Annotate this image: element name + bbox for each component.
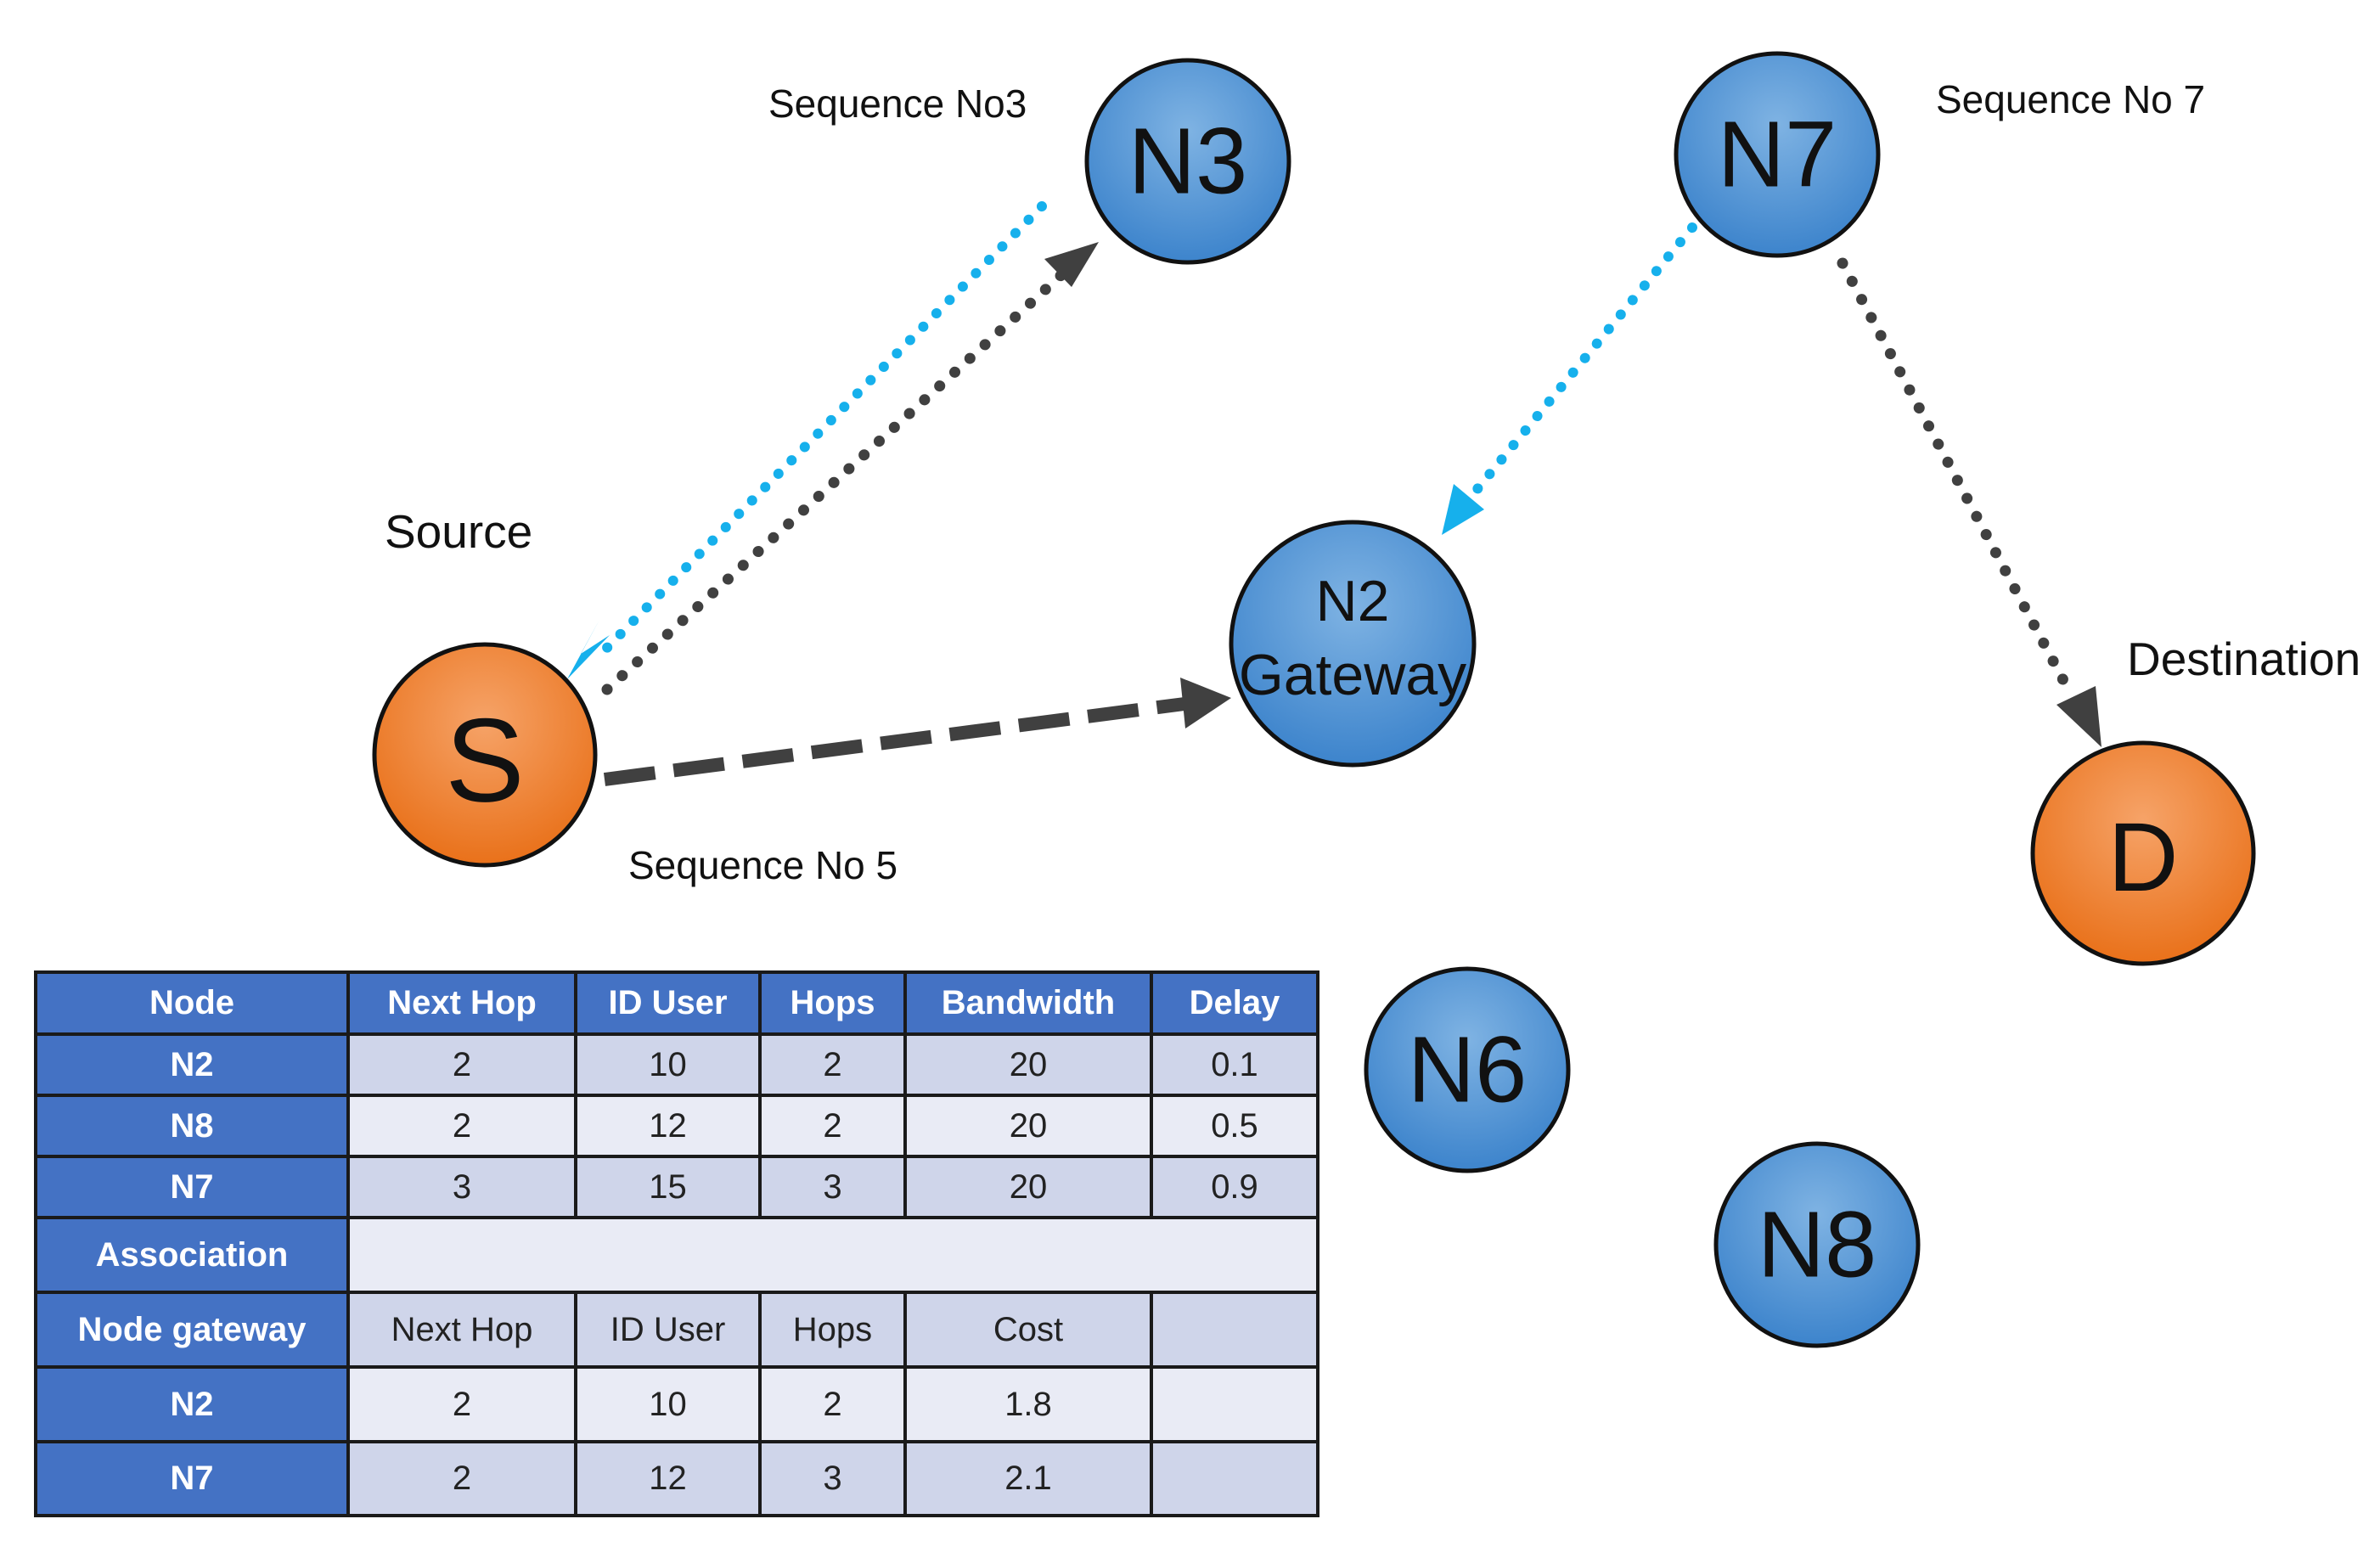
row-node-label: N8 bbox=[34, 1094, 350, 1158]
node-n7: N7 bbox=[1674, 51, 1881, 258]
col-header-delay: Delay bbox=[1150, 970, 1319, 1036]
col-header-hops: Hops bbox=[758, 970, 907, 1036]
table-cell: 2 bbox=[346, 1440, 577, 1517]
table-cell: 12 bbox=[574, 1440, 762, 1517]
arrow-s-to-n2 bbox=[603, 697, 1186, 786]
gateway-empty-cell bbox=[1150, 1365, 1319, 1443]
row-node-label: N7 bbox=[34, 1155, 350, 1219]
gateway-col-header-node: Node gateway bbox=[34, 1291, 350, 1369]
col-header-node: Node bbox=[34, 970, 350, 1036]
table-row: N7 3 15 3 20 0.9 bbox=[34, 1155, 1319, 1219]
node-n7-label: N7 bbox=[1718, 103, 1837, 207]
node-n3-label: N3 bbox=[1128, 110, 1248, 214]
table-header-row: Node Next Hop ID User Hops Bandwidth Del… bbox=[34, 970, 1319, 1036]
arrowhead-s-to-n2 bbox=[1180, 678, 1231, 728]
table-cell: 2 bbox=[758, 1365, 907, 1443]
gateway-col-header-hops: Hops bbox=[758, 1291, 907, 1369]
gateway-row-node-label: N7 bbox=[34, 1440, 350, 1517]
arrow-n3-to-s bbox=[589, 201, 1047, 666]
gateway-empty-cell bbox=[1150, 1291, 1319, 1369]
table-row: N8 2 12 2 20 0.5 bbox=[34, 1094, 1319, 1158]
table-cell: 20 bbox=[903, 1094, 1153, 1158]
table-cell: 2 bbox=[346, 1094, 577, 1158]
table-cell: 2.1 bbox=[903, 1440, 1153, 1517]
routing-table: Node Next Hop ID User Hops Bandwidth Del… bbox=[34, 970, 1319, 1517]
node-n2-label: N2 bbox=[1316, 569, 1390, 633]
node-gateway-label: Gateway bbox=[1239, 643, 1466, 707]
node-n6-label: N6 bbox=[1408, 1018, 1528, 1122]
arrowhead-s-to-n3 bbox=[1044, 242, 1099, 287]
node-n8: N8 bbox=[1713, 1141, 1921, 1348]
association-empty-cell bbox=[346, 1216, 1319, 1294]
node-d: D bbox=[2030, 740, 2256, 966]
node-n6: N6 bbox=[1364, 966, 1571, 1173]
label-destination: Destination bbox=[2127, 633, 2360, 685]
node-n2-gateway: N2 Gateway bbox=[1229, 520, 1477, 768]
gateway-empty-cell bbox=[1150, 1440, 1319, 1517]
label-source: Source bbox=[385, 505, 532, 558]
arrow-n7-to-n2 bbox=[1464, 222, 1697, 504]
node-n3: N3 bbox=[1084, 58, 1291, 265]
node-d-label: D bbox=[2107, 803, 2178, 912]
table-cell: 2 bbox=[346, 1032, 577, 1097]
association-label: Association bbox=[34, 1216, 350, 1294]
gateway-row: N2 2 10 2 1.8 bbox=[34, 1365, 1319, 1443]
table-cell: 0.9 bbox=[1150, 1155, 1319, 1219]
gateway-row: N7 2 12 3 2.1 bbox=[34, 1440, 1319, 1517]
row-node-label: N2 bbox=[34, 1032, 350, 1097]
col-header-id-user: ID User bbox=[574, 970, 762, 1036]
table-cell: 20 bbox=[903, 1032, 1153, 1097]
gateway-col-header-cost: Cost bbox=[903, 1291, 1153, 1369]
node-s: S bbox=[372, 642, 598, 868]
table-cell: 2 bbox=[758, 1094, 907, 1158]
table-cell: 0.5 bbox=[1150, 1094, 1319, 1158]
col-header-bandwidth: Bandwidth bbox=[903, 970, 1153, 1036]
gateway-row-node-label: N2 bbox=[34, 1365, 350, 1443]
table-cell: 3 bbox=[758, 1155, 907, 1219]
gateway-header-row: Node gateway Next Hop ID User Hops Cost bbox=[34, 1291, 1319, 1369]
node-s-label: S bbox=[445, 694, 524, 827]
table-cell: 3 bbox=[346, 1155, 577, 1219]
node-n8-label: N8 bbox=[1758, 1193, 1877, 1297]
table-cell: 2 bbox=[346, 1365, 577, 1443]
table-cell: 1.8 bbox=[903, 1365, 1153, 1443]
table-cell: 3 bbox=[758, 1440, 907, 1517]
arrowhead-n3-to-s bbox=[567, 620, 610, 679]
label-sequence-s: Sequence No 5 bbox=[628, 843, 897, 887]
arrowhead-n7-to-d bbox=[2056, 686, 2101, 747]
arrowhead-n7-to-n2 bbox=[1442, 484, 1484, 535]
col-header-next-hop: Next Hop bbox=[346, 970, 577, 1036]
table-cell: 10 bbox=[574, 1365, 762, 1443]
label-sequence-n3: Sequence No3 bbox=[768, 82, 1027, 126]
arrow-s-to-n3 bbox=[601, 267, 1069, 695]
table-cell: 0.1 bbox=[1150, 1032, 1319, 1097]
arrow-n7-to-d bbox=[1837, 257, 2078, 702]
table-cell: 12 bbox=[574, 1094, 762, 1158]
gateway-col-header-next-hop: Next Hop bbox=[346, 1291, 577, 1369]
label-sequence-n7: Sequence No 7 bbox=[1936, 77, 2205, 121]
table-row: N2 2 10 2 20 0.1 bbox=[34, 1032, 1319, 1097]
arrows bbox=[567, 201, 2101, 786]
table-cell: 10 bbox=[574, 1032, 762, 1097]
association-row: Association bbox=[34, 1216, 1319, 1294]
table-cell: 2 bbox=[758, 1032, 907, 1097]
gateway-col-header-id-user: ID User bbox=[574, 1291, 762, 1369]
table-cell: 15 bbox=[574, 1155, 762, 1219]
table-cell: 20 bbox=[903, 1155, 1153, 1219]
